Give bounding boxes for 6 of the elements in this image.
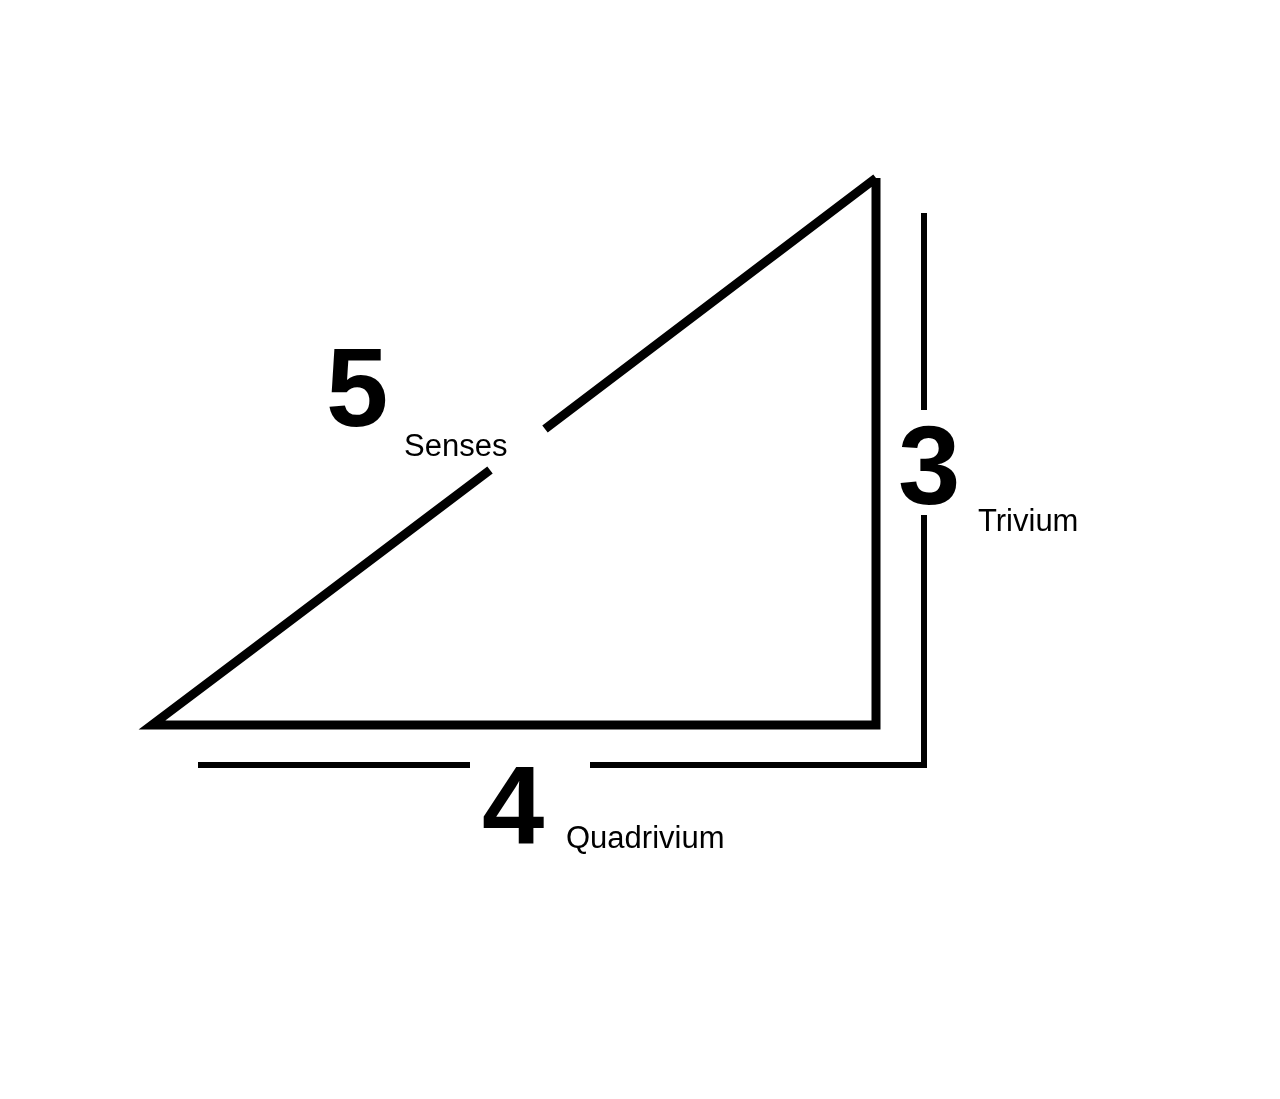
side-label: Senses [404, 430, 508, 461]
side-label: Quadrivium [566, 822, 725, 853]
side-length-number: 5 [326, 332, 389, 444]
side-label: Trivium [978, 505, 1079, 536]
side-length-number: 4 [482, 750, 545, 862]
side-length-number: 3 [898, 410, 961, 522]
